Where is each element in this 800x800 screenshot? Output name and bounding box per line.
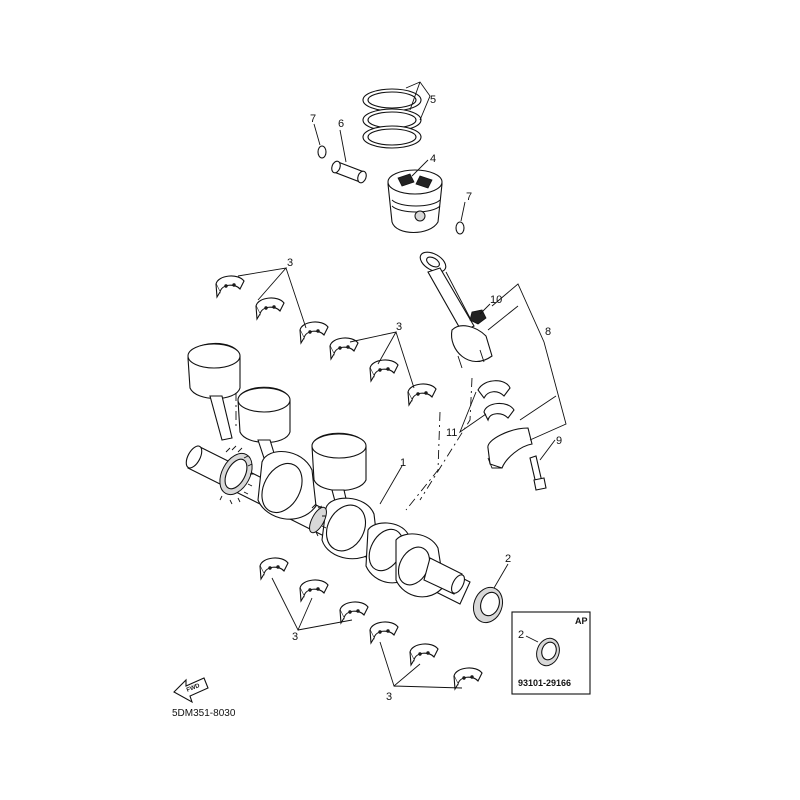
rod-bolt [529,455,547,491]
bearing-shells-upper-mid [329,337,437,406]
inset-box: AP 2 93101-29166 [511,611,591,695]
callout-label-bearings-upper-mid: 3 [396,321,402,333]
callout-label-clip-left: 7 [310,113,316,125]
callout-label-piston-rings: 5 [430,94,436,106]
inset-tag: AP [575,616,588,626]
callout-label-rod-bolt: 9 [556,435,562,447]
callout-label-bearings-upper-left: 3 [287,257,293,269]
rod-bearing [477,380,515,422]
inset-callout: 2 [518,629,524,641]
callout-connecting-rod: 8 [487,283,567,441]
clip-left [317,145,327,159]
callout-label-rod-nut: 10 [490,294,502,306]
piston-pin [331,160,367,184]
bearing-shells-lower-left [259,557,369,624]
callout-label-crankshaft: 1 [400,457,406,469]
callout-label-clip-right: 7 [466,191,472,203]
callout-label-oil-seal: 2 [505,553,511,565]
callout-label-rod-bearing: 11 [446,427,457,439]
timing-gear [309,503,327,537]
callout-label-connecting-rod: 8 [545,326,551,338]
callout-piston-rings: 5 [405,81,436,121]
rod-cap [487,427,533,469]
oil-seal [472,586,504,624]
rod-nut [469,309,487,325]
bearing-shells-lower-right [369,621,483,690]
fwd-arrow-icon: FWD [173,677,209,704]
connecting-rod [419,251,493,369]
bearing-shells-upper-left [215,275,329,344]
diagram-code: 5DM351-8030 [172,708,236,719]
inset-part-number: 93101-29166 [518,678,571,688]
crankshaft-gear [219,445,254,505]
fwd-label: FWD [186,683,202,694]
callout-label-bearings-lower-left: 3 [292,631,298,643]
clip-right [455,221,465,235]
callout-label-piston-pin: 6 [338,118,344,130]
crankshaft-assembly [185,342,471,605]
piston [387,169,443,233]
piston-rings [362,88,422,149]
assembly-guide-lines [235,377,473,511]
callout-label-bearings-lower-right: 3 [386,691,392,703]
callout-label-piston: 4 [430,153,436,165]
